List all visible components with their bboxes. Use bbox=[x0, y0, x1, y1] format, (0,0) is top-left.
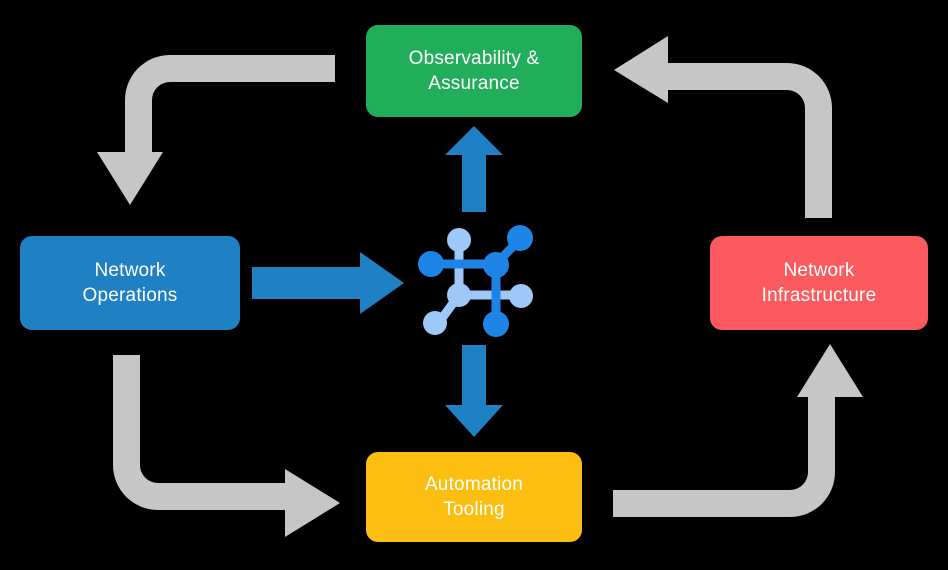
gray-arrow-infrastructure-to-observability bbox=[614, 36, 832, 218]
gray-arrow-observability-to-operations bbox=[97, 55, 335, 205]
node-network-operations-label: Network Operations bbox=[82, 259, 178, 306]
node-network-infrastructure-label: Network Infrastructure bbox=[761, 259, 877, 306]
gray-arrow-automation-to-infrastructure bbox=[613, 344, 863, 517]
node-automation-tooling-label: Automation Tooling bbox=[424, 473, 524, 520]
node-observability-assurance[interactable]: Observability & Assurance bbox=[366, 25, 582, 117]
node-network-infrastructure[interactable]: Network Infrastructure bbox=[710, 236, 928, 330]
blue-arrow-center-to-automation bbox=[445, 345, 503, 437]
node-network-operations[interactable]: Network Operations bbox=[20, 236, 240, 330]
blue-arrow-center-to-observability bbox=[445, 126, 503, 212]
network-topology-icon bbox=[418, 225, 533, 337]
node-observability-assurance-label: Observability & Assurance bbox=[408, 47, 540, 94]
node-automation-tooling[interactable]: Automation Tooling bbox=[366, 452, 582, 542]
blue-arrow-operations-to-center bbox=[252, 252, 404, 314]
gray-arrow-operations-to-automation bbox=[113, 355, 340, 537]
